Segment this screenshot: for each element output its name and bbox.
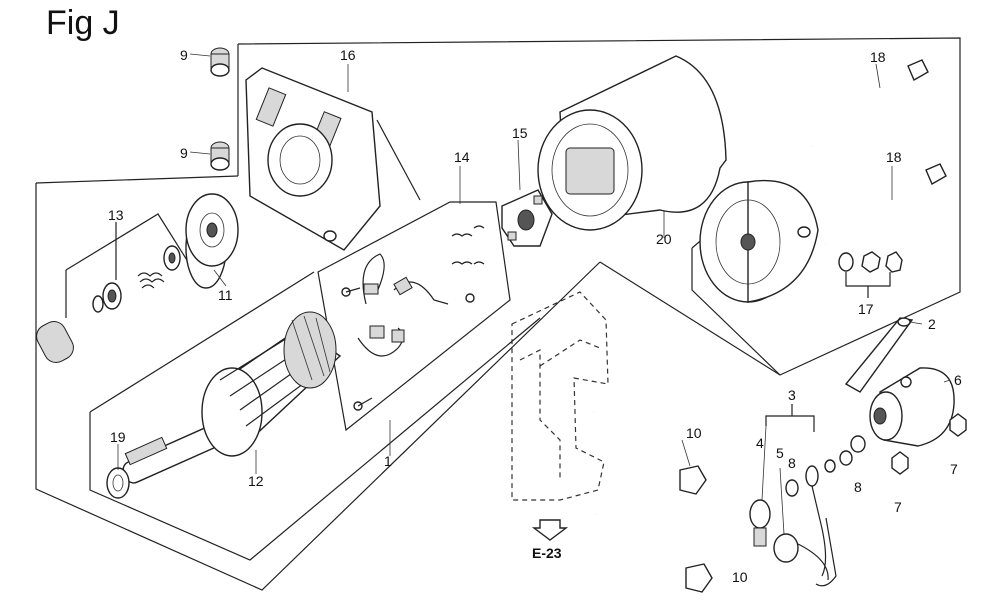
callout-18-lower: 18 xyxy=(886,149,902,165)
terminal-strap xyxy=(844,317,914,393)
rear-cover xyxy=(699,179,819,303)
brush-holder-parts xyxy=(341,225,485,411)
callout-2: 2 xyxy=(928,316,936,332)
spring-washer xyxy=(839,450,853,466)
reference-arrow xyxy=(531,519,569,541)
callout-9-lower: 9 xyxy=(180,145,188,161)
callout-19: 19 xyxy=(110,429,126,445)
yoke xyxy=(537,55,727,231)
washer-nut-set xyxy=(838,251,903,273)
figure-title: Fig J xyxy=(46,4,120,42)
callout-8-left: 8 xyxy=(788,455,796,471)
pinion-subframe xyxy=(65,213,191,318)
brush-holder-frame xyxy=(317,201,511,432)
callout-5: 5 xyxy=(776,445,784,461)
callout-14: 14 xyxy=(454,149,470,165)
group-bracket-17 xyxy=(845,272,891,298)
bushing-lower xyxy=(210,141,230,171)
callout-6: 6 xyxy=(954,372,962,388)
callout-3: 3 xyxy=(788,387,796,403)
solenoid xyxy=(869,367,955,447)
through-bolt-upper xyxy=(811,59,929,148)
callout-labels: 9 9 16 14 15 18 18 13 11 20 17 2 6 3 19 … xyxy=(108,47,962,585)
callout-15: 15 xyxy=(512,125,528,141)
callout-11: 11 xyxy=(218,287,233,303)
through-bolt-lower xyxy=(825,163,947,246)
front-bracket xyxy=(245,67,381,251)
reference-label: E-23 xyxy=(532,545,562,561)
nut-lower xyxy=(891,451,909,475)
lock-washer xyxy=(824,459,836,473)
cable-lead xyxy=(773,465,837,587)
washer-8b xyxy=(850,435,866,453)
callout-1: 1 xyxy=(384,453,392,469)
terminal-cap xyxy=(749,499,771,547)
callout-10-lower: 10 xyxy=(732,569,748,585)
callout-7-right: 7 xyxy=(950,461,958,477)
nut-upper xyxy=(949,413,967,437)
callout-20: 20 xyxy=(656,231,672,247)
callout-10-upper: 10 xyxy=(686,425,702,441)
callout-12: 12 xyxy=(248,473,264,489)
callout-7-lower: 7 xyxy=(894,499,902,515)
brush-plate xyxy=(501,189,553,247)
bracket-bolt-lower xyxy=(595,512,713,593)
bracket-bolt-upper xyxy=(593,410,707,495)
callout-8-right: 8 xyxy=(854,479,862,495)
callout-18-upper: 18 xyxy=(870,49,886,65)
callout-16: 16 xyxy=(340,47,356,63)
callout-9-upper: 9 xyxy=(180,47,188,63)
armature-washer xyxy=(106,467,130,499)
callout-13: 13 xyxy=(108,207,124,223)
bushing-upper xyxy=(210,47,230,77)
callout-17: 17 xyxy=(858,301,874,317)
armature xyxy=(122,311,342,484)
pinion-gear xyxy=(185,193,239,289)
leader-lines xyxy=(117,53,951,535)
mounting-bracket xyxy=(511,291,609,501)
callout-4: 4 xyxy=(756,435,764,451)
pinion-stop-set xyxy=(36,245,181,363)
armature-frame xyxy=(89,271,541,561)
group-bracket-3 xyxy=(765,404,815,432)
washer-8a xyxy=(785,479,799,497)
assembly-frame xyxy=(35,37,961,591)
